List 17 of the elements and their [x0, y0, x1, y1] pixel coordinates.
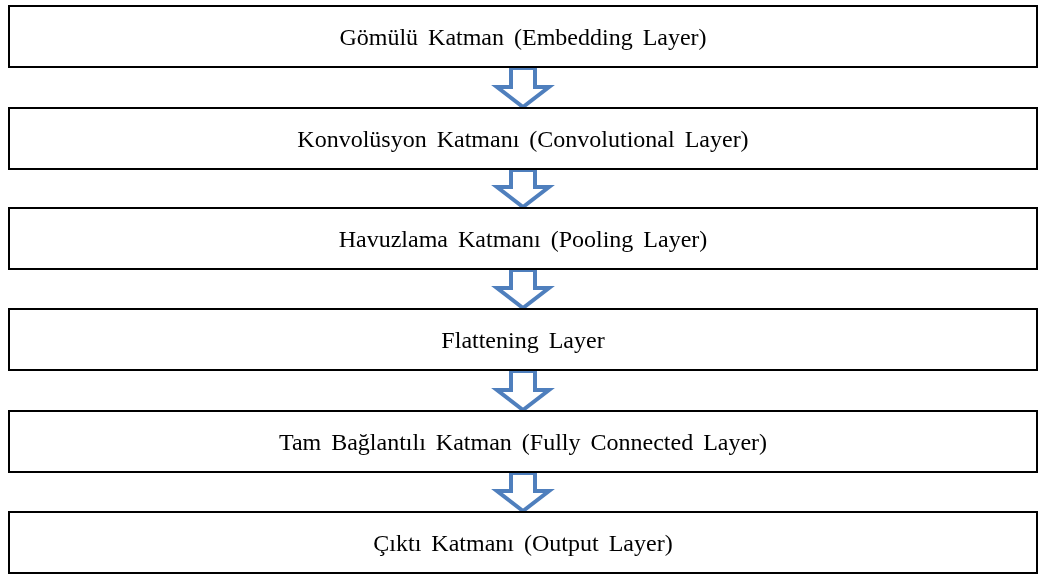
layer-label: Tam Bağlantılı Katman (Fully Connected Layer) [278, 427, 768, 457]
layer-box [8, 511, 1038, 574]
layer-box [8, 410, 1038, 473]
layer-label: Flattening Layer [441, 325, 605, 355]
layer-box [8, 5, 1038, 68]
layer-label: Havuzlama Katmanı (Pooling Layer) [338, 224, 708, 254]
block-arrow [491, 66, 555, 110]
block-arrow [491, 168, 555, 210]
block-arrow [491, 471, 555, 514]
block-arrow [491, 369, 555, 413]
layer-label: Konvolüsyon Katmanı (Convolutional Layer) [297, 124, 749, 154]
layer-box [8, 308, 1038, 371]
layer-box [8, 107, 1038, 170]
block-arrow [491, 268, 555, 311]
layer-label: Gömülü Katman (Embedding Layer) [339, 22, 707, 52]
layer-label: Çıktı Katmanı (Output Layer) [373, 528, 673, 558]
layer-box [8, 207, 1038, 270]
